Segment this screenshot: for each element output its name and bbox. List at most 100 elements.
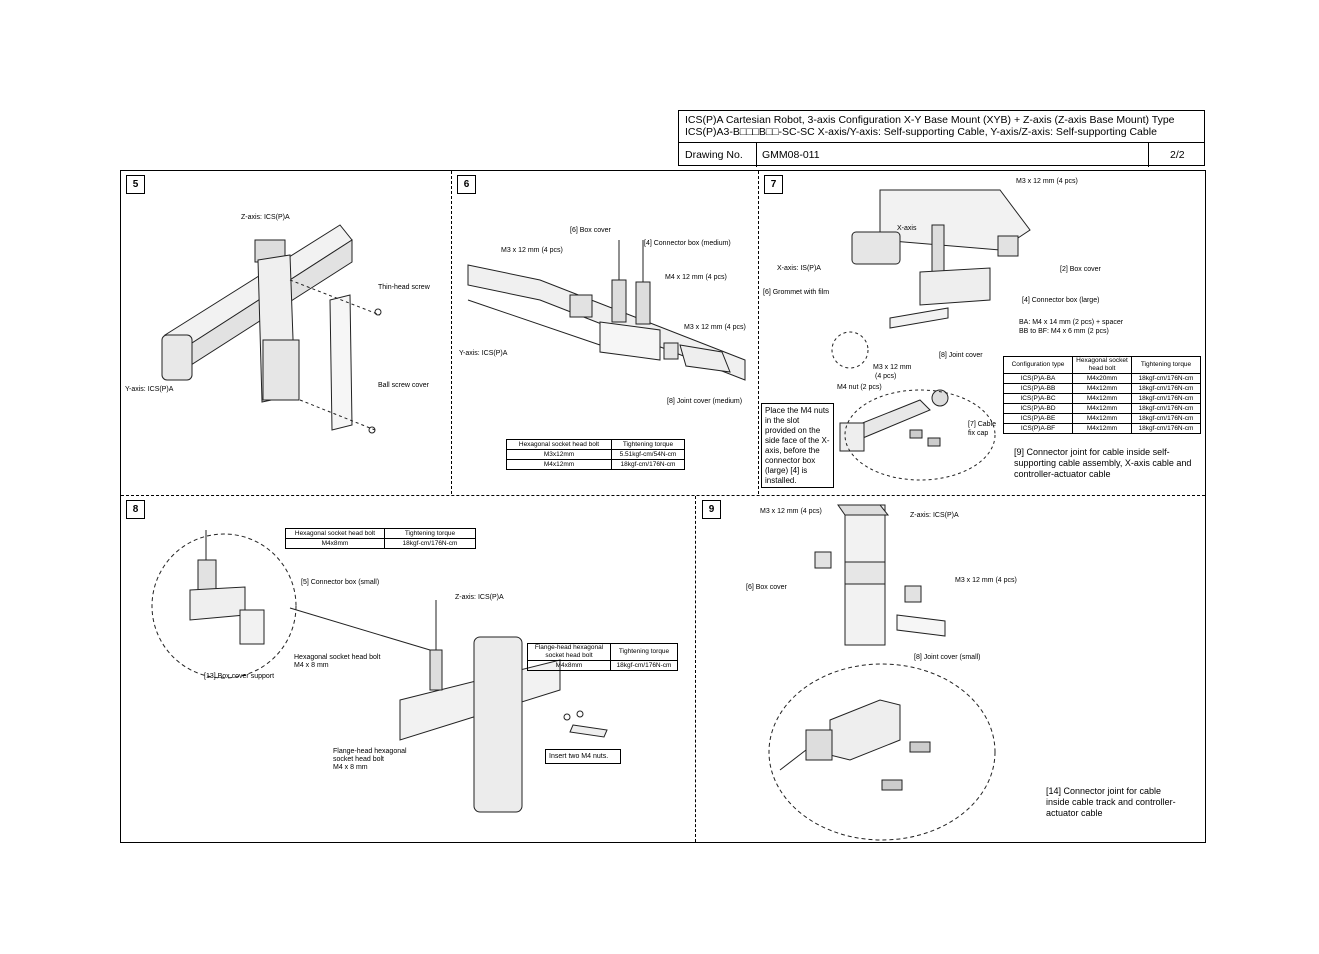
label-bb-bf-bolts: BB to BF: M4 x 6 mm (2 pcs) (1019, 328, 1109, 335)
step9-drawing (769, 505, 995, 840)
label-hex-bolt-size: M4 x 8 mm (294, 662, 329, 669)
divider (451, 171, 452, 494)
table-cell: M4x12mm (506, 459, 612, 470)
table-header: Tightening torque (611, 439, 685, 450)
label-ba-bolts: BA: M4 x 14 mm (2 pcs) + spacer (1019, 319, 1124, 326)
label-m3-screws: M3 x 12 mm (4 pcs) (1016, 178, 1078, 185)
label-flange-bolt-size: M4 x 8 mm (333, 764, 368, 771)
table-cell: 18kgf-cm/176N-cm (1131, 403, 1201, 414)
table-cell: ICS(P)A-BD (1003, 403, 1073, 414)
label-y-axis: Y-axis: ICS(P)A (459, 350, 508, 357)
label-hex-bolt: Hexagonal socket head bolt (294, 654, 381, 661)
label-m3-screws-2: M3 x 12 mm (4 pcs) (955, 577, 1017, 584)
divider (121, 495, 1205, 496)
table-cell: M4x12mm (1072, 393, 1132, 404)
caption-connector-joint-9: [9] Connector joint for cable inside sel… (1014, 447, 1192, 479)
torque-table-step7: Configuration type Hexagonal socket head… (1003, 356, 1201, 434)
table-cell: M4x8mm (285, 538, 385, 549)
caption-connector-joint-14: [14] Connector joint for cable inside ca… (1046, 786, 1176, 818)
table-cell: ICS(P)A-BF (1003, 423, 1073, 434)
label-m3-screws: M3 x 12 mm (4 pcs) (760, 508, 822, 515)
label-connector-box-medium: [4] Connector box (medium) (644, 240, 731, 247)
step6-drawing (468, 240, 745, 380)
table-cell: ICS(P)A-BE (1003, 413, 1073, 424)
table-cell: M4x12mm (1072, 413, 1132, 424)
label-box-cover-support: [13] Box cover support (204, 673, 275, 680)
step-number-5: 5 (126, 175, 145, 194)
table-header: Tightening torque (384, 528, 476, 539)
table-cell: M4x12mm (1072, 423, 1132, 434)
table-header: Flange-head hexagonal socket head bolt (527, 643, 611, 661)
label-x-axis-isa: X-axis: IS(P)A (777, 265, 821, 272)
label-m3-screws-2: M3 x 12 mm (873, 364, 912, 371)
label-grommet: [6] Grommet with film (763, 289, 830, 296)
table-header: Tightening torque (1131, 356, 1201, 374)
label-y-axis: Y-axis: ICS(P)A (125, 386, 174, 393)
document-title: ICS(P)A Cartesian Robot, 3-axis Configur… (685, 114, 1175, 138)
step7-drawing (832, 190, 1030, 480)
table-cell: M4x8mm (527, 660, 611, 671)
note-insert-nuts: Insert two M4 nuts. (545, 749, 621, 764)
table-cell: 18kgf-cm/176N-cm (1131, 423, 1201, 434)
step-number-8: 8 (126, 500, 145, 519)
title-block: ICS(P)A Cartesian Robot, 3-axis Configur… (678, 110, 1205, 167)
label-x-axis: X-axis (897, 225, 917, 232)
table-cell: M4x12mm (1072, 383, 1132, 394)
label-cable-fix-cap: [7] Cable (968, 421, 997, 428)
table-cell: 18kgf-cm/176N-cm (1131, 413, 1201, 424)
step-number-9: 9 (702, 500, 721, 519)
label-m3-screws-2: M3 x 12 mm (4 pcs) (684, 324, 746, 331)
table-header: Hexagonal socket head bolt (285, 528, 385, 539)
label-connector-box-large: [4] Connector box (large) (1022, 297, 1100, 304)
step8-drawing (152, 530, 607, 812)
label-z-axis: Z-axis: ICS(P)A (910, 512, 959, 519)
label-z-axis: Z-axis: ICS(P)A (241, 214, 290, 221)
divider (758, 171, 759, 494)
note-m4-nuts: Place the M4 nuts in the slot provided o… (761, 403, 834, 488)
step-number-7: 7 (764, 175, 783, 194)
label-joint-cover-medium: [8] Joint cover (medium) (667, 398, 743, 405)
table-cell: 18kgf-cm/176N-cm (384, 538, 476, 549)
table-cell: 18kgf-cm/176N-cm (1131, 393, 1201, 404)
step5-drawing (162, 225, 381, 433)
drawing-frame (120, 170, 1206, 843)
label-m3-screws: M3 x 12 mm (4 pcs) (501, 247, 563, 254)
label-z-axis: Z-axis: ICS(P)A (455, 594, 504, 601)
label-m4-screws: M4 x 12 mm (4 pcs) (665, 274, 727, 281)
label-box-cover: [6] Box cover (570, 227, 611, 234)
drawing-number: GMM08-011 (762, 149, 820, 161)
table-cell: M3x12mm (506, 449, 612, 460)
title-line-1: ICS(P)A Cartesian Robot, 3-axis Configur… (685, 114, 1175, 126)
table-header: Hexagonal socket head bolt (1072, 356, 1132, 374)
table-header: Configuration type (1003, 356, 1073, 374)
table-cell: ICS(P)A-BC (1003, 393, 1073, 404)
divider (695, 496, 696, 842)
label-box-cover: [6] Box cover (746, 584, 787, 591)
label-box-cover: [2] Box cover (1060, 266, 1101, 273)
table-cell: 18kgf-cm/176N-cm (610, 660, 678, 671)
label-joint-cover: [8] Joint cover (939, 352, 983, 359)
table-cell: 18kgf-cm/176N-cm (1131, 383, 1201, 394)
label-flange-bolt-2: socket head bolt (333, 756, 384, 763)
label-ball-screw-cover: Ball screw cover (378, 382, 429, 389)
label-m3-count: (4 pcs) (875, 373, 897, 380)
label-connector-box-small: [5] Connector box (small) (301, 579, 380, 586)
table-cell: ICS(P)A-BA (1003, 373, 1073, 384)
table-cell: M4x12mm (1072, 403, 1132, 414)
page-number: 2/2 (1170, 149, 1185, 161)
table-header: Tightening torque (610, 643, 678, 661)
label-m4-nut: M4 nut (2 pcs) (837, 384, 882, 391)
step-number-6: 6 (457, 175, 476, 194)
label-flange-bolt: Flange-head hexagonal (333, 748, 407, 755)
table-header: Hexagonal socket head bolt (506, 439, 612, 450)
table-cell: 18kgf-cm/176N-cm (611, 459, 685, 470)
table-cell: ICS(P)A-BB (1003, 383, 1073, 394)
drawing-label: Drawing No. (685, 149, 743, 161)
table-cell: 18kgf-cm/176N-cm (1131, 373, 1201, 384)
label-thin-head-screw: Thin-head screw (378, 284, 430, 291)
table-cell: M4x20mm (1072, 373, 1132, 384)
